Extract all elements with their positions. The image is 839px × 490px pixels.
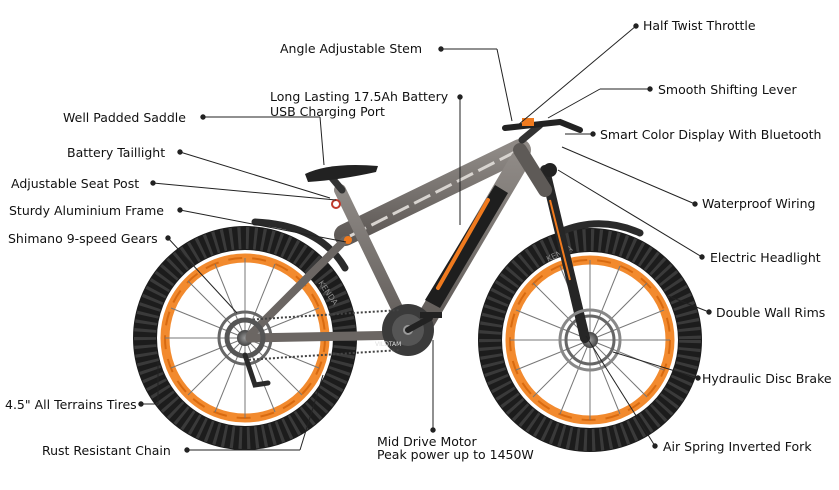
display [522, 118, 534, 126]
leader-lines [138, 23, 712, 453]
label-shimano-gears: Shimano 9-speed Gears [8, 231, 158, 246]
label-double-wall-rims: Double Wall Rims [716, 305, 826, 320]
label-all-terrain-tires: 4.5" All Terrains Tires [5, 397, 137, 412]
label-motor-line1: Mid Drive Motor [377, 434, 477, 449]
label-smooth-shifting-lever: Smooth Shifting Lever [658, 82, 797, 97]
label-smart-display: Smart Color Display With Bluetooth [600, 127, 822, 142]
label-battery-line2: USB Charging Port [270, 104, 385, 119]
front-wheel: KENDA [478, 228, 702, 452]
label-well-padded-saddle: Well Padded Saddle [63, 110, 186, 125]
label-motor-line2: Peak power up to 1450W [377, 447, 534, 462]
label-aluminium-frame: Sturdy Aluminium Frame [9, 203, 164, 218]
seat-clamp [331, 199, 341, 209]
pedal [420, 312, 442, 318]
label-electric-headlight: Electric Headlight [710, 250, 821, 265]
frame-model-text: VILDTAM [375, 341, 401, 348]
crank [405, 315, 433, 333]
derailleur [242, 352, 271, 388]
headlight [543, 163, 557, 177]
label-hydraulic-disc-brake: Hydraulic Disc Brake [702, 371, 832, 386]
label-angle-adjustable-stem: Angle Adjustable Stem [280, 41, 423, 56]
label-half-twist-throttle: Half Twist Throttle [643, 18, 756, 33]
label-battery-line1: Long Lasting 17.5Ah Battery [270, 89, 449, 104]
front-fender [556, 220, 644, 237]
chain [244, 309, 401, 361]
front-brake-disc [558, 308, 622, 372]
seat-post [328, 174, 346, 194]
label-adjustable-seat-post: Adjustable Seat Post [11, 176, 140, 191]
label-air-spring-fork: Air Spring Inverted Fork [663, 439, 812, 454]
head-tube [513, 143, 552, 197]
label-battery-taillight: Battery Taillight [67, 145, 166, 160]
mid-drive-motor: VILDTAM [375, 304, 434, 356]
saddle [305, 165, 378, 182]
handlebar [502, 118, 583, 133]
label-waterproof-wiring: Waterproof Wiring [702, 196, 816, 211]
label-rust-resistant-chain: Rust Resistant Chain [42, 443, 171, 458]
battery [425, 185, 508, 308]
